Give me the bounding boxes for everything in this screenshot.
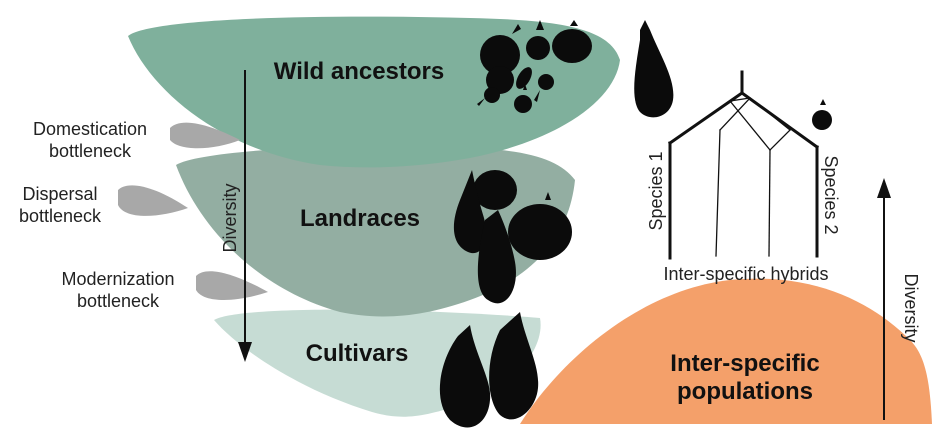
- modernization-bottleneck-label: Modernization bottleneck: [38, 268, 198, 312]
- bottleneck-text: bottleneck: [0, 205, 120, 227]
- bottleneck-text: bottleneck: [10, 140, 170, 162]
- species-2-label: Species 2: [820, 150, 842, 240]
- modernization-bottleneck-shape: [196, 271, 268, 300]
- populations-line-1: Inter-specific: [640, 350, 850, 378]
- domestication-text: Domestication: [10, 118, 170, 140]
- dispersal-bottleneck-label: Dispersal bottleneck: [0, 183, 120, 227]
- species-1-label: Species 1: [645, 146, 667, 236]
- inter-specific-populations-label: Inter-specific populations: [640, 350, 850, 406]
- dispersal-text: Dispersal: [0, 183, 120, 205]
- diversity-right-label: Diversity: [900, 258, 922, 358]
- phylogenetic-tree: [670, 72, 817, 258]
- inter-specific-hybrids-label: Inter-specific hybrids: [616, 263, 876, 285]
- bottleneck-text: bottleneck: [38, 290, 198, 312]
- modernization-text: Modernization: [38, 268, 198, 290]
- populations-line-2: populations: [640, 378, 850, 406]
- cultivars-label: Cultivars: [282, 340, 432, 368]
- diversity-left-label: Diversity: [219, 168, 241, 268]
- domestication-bottleneck-label: Domestication bottleneck: [10, 118, 170, 162]
- wild-ancestors-label: Wild ancestors: [254, 58, 464, 86]
- dispersal-bottleneck-shape: [118, 185, 188, 216]
- landraces-label: Landraces: [270, 205, 450, 233]
